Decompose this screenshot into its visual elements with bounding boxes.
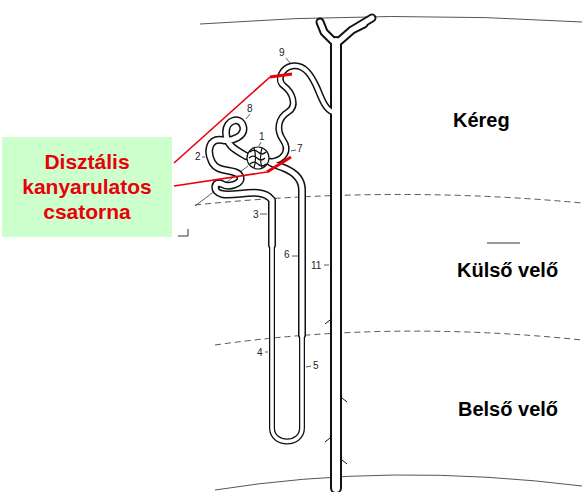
region-label: Belső velő <box>458 398 558 420</box>
callout-number: 3 <box>252 209 260 220</box>
callout-leader <box>259 142 261 146</box>
callout-number: 4 <box>256 347 264 358</box>
callout-leader <box>286 58 290 63</box>
capillary-loops <box>249 148 266 168</box>
thin-limb <box>272 245 302 442</box>
callout-leader <box>306 366 311 367</box>
callout-number: 7 <box>296 143 304 154</box>
callout-number: 8 <box>246 103 254 114</box>
callout-number: 2 <box>194 151 202 162</box>
proximal-tubule <box>209 120 272 245</box>
section-marker <box>270 74 292 77</box>
bracket-mark <box>178 229 188 236</box>
callout-number: 6 <box>283 249 291 260</box>
callout-number: 9 <box>278 47 286 58</box>
callout-leader <box>324 265 329 266</box>
callout-leader <box>265 352 268 353</box>
callout-leader <box>246 114 250 119</box>
duct-lumen <box>320 18 372 44</box>
region-boundary <box>200 16 582 24</box>
region-label: Külső velő <box>457 259 558 281</box>
red-leader-line <box>174 77 270 163</box>
callout-leader <box>202 157 205 158</box>
collecting-duct <box>330 42 342 488</box>
thick-ascending-limb <box>270 162 302 335</box>
red-leader-line <box>174 172 267 186</box>
region-label: Kéreg <box>453 109 510 131</box>
region-boundary <box>215 475 582 490</box>
section-marker <box>267 157 291 172</box>
text-box: Disztális kanyarulatos csatorna <box>2 137 172 237</box>
glomerulus <box>247 147 269 169</box>
tubule-lumen <box>209 120 272 245</box>
duct-branch <box>320 18 372 44</box>
duct-bump <box>325 320 347 464</box>
tubule-lumen <box>272 245 302 442</box>
callout-leader <box>260 214 267 215</box>
tubule-lumen <box>270 66 333 162</box>
box-text: Disztális kanyarulatos csatorna <box>8 149 166 225</box>
distal-tubule <box>270 66 333 162</box>
boundary-tick <box>487 243 520 244</box>
tubule-lumen <box>270 162 302 335</box>
callout-number: 5 <box>312 360 320 371</box>
callout-leader <box>292 256 298 257</box>
callout-number: 11 <box>310 260 322 271</box>
duct-lumen <box>332 42 340 488</box>
callout-number: 1 <box>258 131 266 142</box>
